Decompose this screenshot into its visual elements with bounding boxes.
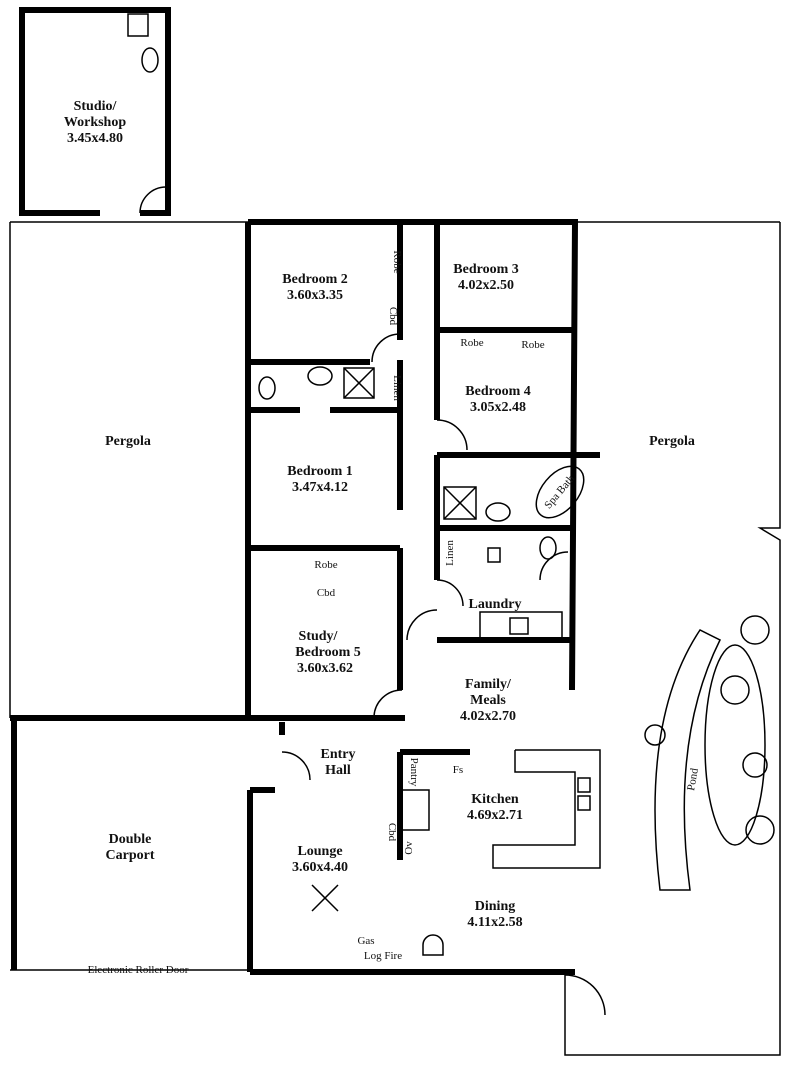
family-label-2: Meals (470, 693, 506, 708)
lounge-label: Lounge (297, 844, 342, 859)
study-label-2: Bedroom 5 (295, 645, 360, 660)
entry-label: Entry (321, 747, 356, 762)
carport-label: Double (109, 832, 152, 847)
pantry-label: Pantry (408, 758, 420, 787)
family-label: Family/ (465, 677, 512, 692)
bedroom1-size: 3.47x4.12 (292, 480, 348, 495)
oven-label: Ov (403, 841, 415, 855)
studio-size: 3.45x4.80 (67, 131, 123, 146)
bedroom3-size: 4.02x2.50 (458, 278, 514, 293)
bedroom2-size: 3.60x3.35 (287, 288, 343, 303)
robe-label: Robe (521, 339, 544, 351)
bedroom3-label: Bedroom 3 (453, 262, 518, 277)
kitchen-label: Kitchen (471, 792, 519, 807)
laundry-label: Laundry (469, 597, 522, 612)
house-walls (10, 219, 600, 975)
lounge-size: 3.60x4.40 (292, 860, 348, 875)
log-fire-label: Log Fire (364, 950, 402, 962)
linen-label: Linen (444, 540, 456, 566)
fs-label: Fs (453, 764, 463, 776)
ceiling-fan-icon (311, 884, 339, 912)
bathroom-fixtures (258, 366, 585, 641)
cooktop-icon (401, 789, 430, 831)
kitchen-size: 4.69x2.71 (467, 808, 523, 823)
robe-label: Robe (314, 559, 337, 571)
bedroom2-label: Bedroom 2 (282, 272, 347, 287)
dining-size: 4.11x2.58 (467, 915, 522, 930)
log-fire-icon (422, 934, 444, 956)
outdoor-outline (9, 221, 781, 1056)
robe-label: Robe (460, 337, 483, 349)
pond-garden (644, 615, 775, 891)
pergola-left-label: Pergola (105, 434, 151, 449)
cbd-label: Cbd (387, 307, 399, 326)
bedroom4-label: Bedroom 4 (465, 384, 530, 399)
kitchen-bench (401, 749, 601, 869)
studio-label: Studio/ (74, 99, 118, 114)
doors (281, 333, 606, 1016)
pond-label: Pond (685, 767, 701, 792)
studio-label-2: Workshop (64, 115, 126, 130)
pergola-right-label: Pergola (649, 434, 695, 449)
robe-label: Robe (391, 250, 403, 273)
gas-label: Gas (357, 935, 374, 947)
bedroom1-label: Bedroom 1 (287, 464, 352, 479)
linen-label: Linen (391, 375, 403, 401)
studio-walls (19, 7, 171, 216)
cbd-label: Cbd (386, 823, 398, 842)
carport-label-2: Carport (106, 848, 155, 863)
roller-door-label: Electronic Roller Door (88, 964, 189, 976)
dining-label: Dining (475, 899, 515, 914)
family-size: 4.02x2.70 (460, 709, 516, 724)
study-size: 3.60x3.62 (297, 661, 353, 676)
bedroom4-size: 3.05x2.48 (470, 400, 526, 415)
entry-label-2: Hall (325, 763, 351, 778)
cbd-label: Cbd (317, 587, 336, 599)
study-label: Study/ (299, 629, 339, 644)
